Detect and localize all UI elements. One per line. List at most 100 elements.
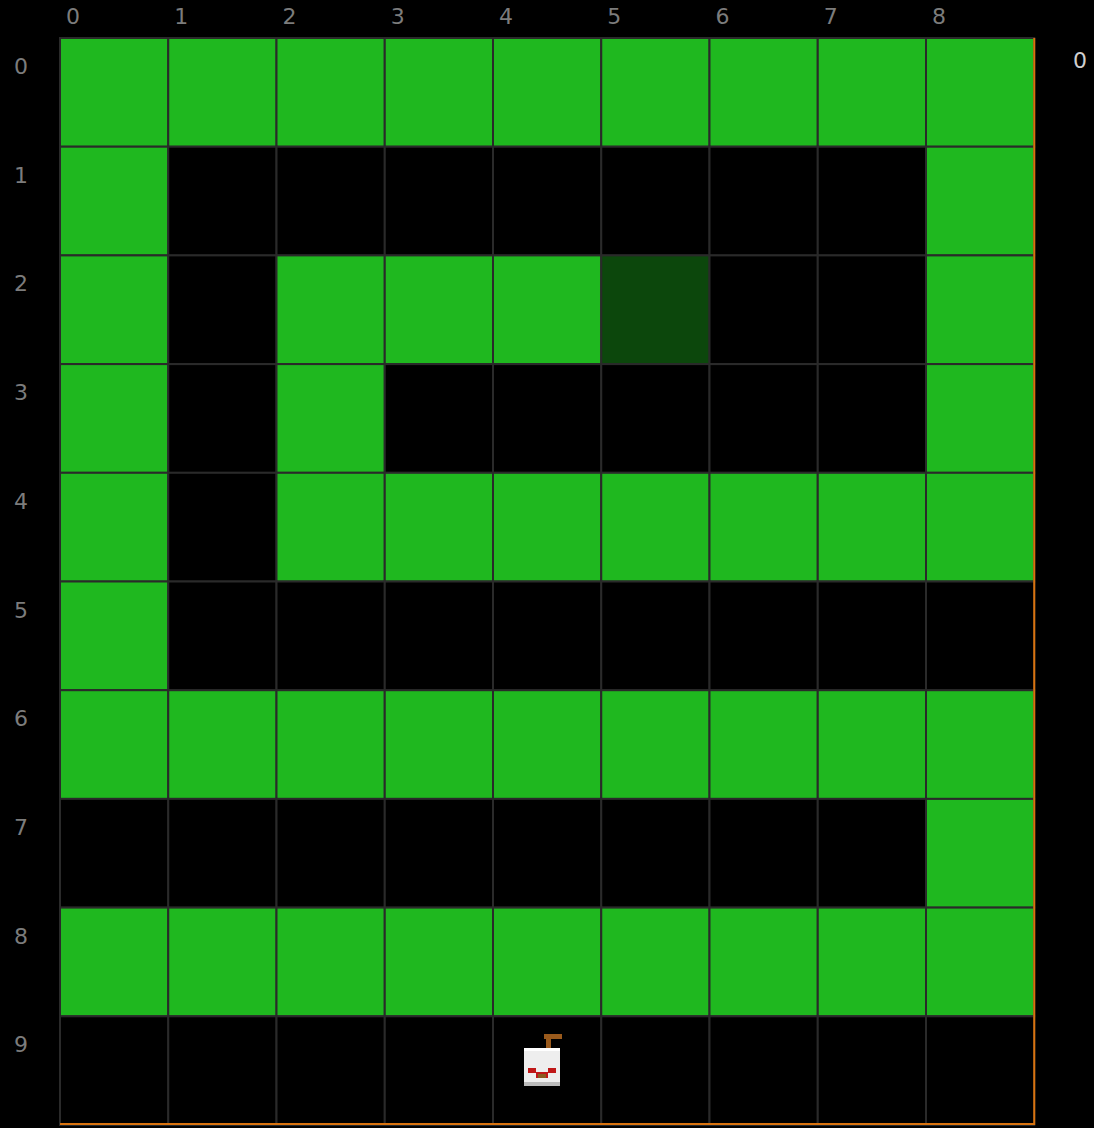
grid-cell bbox=[168, 1016, 276, 1125]
grid-cell bbox=[168, 147, 276, 256]
column-number: 6 bbox=[716, 6, 730, 28]
grid-cell bbox=[926, 1016, 1034, 1125]
grid-cell bbox=[493, 473, 601, 582]
grid-cell bbox=[601, 799, 709, 908]
grid-cell bbox=[601, 1016, 709, 1125]
chicken-sprite bbox=[524, 1034, 562, 1086]
grid-cell bbox=[710, 1016, 818, 1125]
chicken-pixel bbox=[528, 1068, 536, 1073]
grid-cell bbox=[926, 690, 1034, 799]
row-number: 3 bbox=[14, 382, 28, 404]
board-border bbox=[60, 1123, 1034, 1125]
grid-cell bbox=[385, 690, 493, 799]
chicken-pixel bbox=[524, 1082, 560, 1086]
grid-cell bbox=[926, 473, 1034, 582]
grid-cell bbox=[818, 147, 926, 256]
grid-cell bbox=[277, 147, 385, 256]
grid-cell bbox=[60, 255, 168, 364]
row-number: 7 bbox=[14, 817, 28, 839]
grid-cell bbox=[277, 38, 385, 147]
grid-cell bbox=[926, 582, 1034, 691]
column-number: 8 bbox=[932, 6, 946, 28]
board-border bbox=[1033, 38, 1035, 1125]
grid-cell bbox=[710, 364, 818, 473]
grid-cell bbox=[926, 364, 1034, 473]
grid-cell bbox=[601, 364, 709, 473]
grid-cell bbox=[710, 908, 818, 1017]
grid-cell bbox=[277, 473, 385, 582]
grid-cell bbox=[601, 908, 709, 1017]
grid-cell bbox=[168, 473, 276, 582]
row-number: 5 bbox=[14, 600, 28, 622]
grid-cell bbox=[168, 38, 276, 147]
chicken-pixel bbox=[536, 1072, 548, 1078]
grid-cell bbox=[601, 473, 709, 582]
grid-cell bbox=[601, 690, 709, 799]
grid-cell bbox=[385, 799, 493, 908]
grid-cell bbox=[277, 364, 385, 473]
grid-cell bbox=[60, 908, 168, 1017]
grid-cell bbox=[60, 690, 168, 799]
grid-cell bbox=[601, 582, 709, 691]
column-number: 2 bbox=[283, 6, 297, 28]
grid-cell bbox=[385, 38, 493, 147]
grid-cell bbox=[493, 38, 601, 147]
grid-cell bbox=[385, 908, 493, 1017]
grid-cell bbox=[818, 690, 926, 799]
row-number: 9 bbox=[14, 1034, 28, 1056]
grid-cell bbox=[168, 255, 276, 364]
grid-cell bbox=[818, 1016, 926, 1125]
grid-cell bbox=[818, 364, 926, 473]
grid-cell bbox=[277, 908, 385, 1017]
grid-cell bbox=[926, 908, 1034, 1017]
grid-cell bbox=[385, 364, 493, 473]
column-number: 5 bbox=[607, 6, 621, 28]
grid-cell bbox=[601, 147, 709, 256]
row-number: 2 bbox=[14, 273, 28, 295]
grid-cell bbox=[60, 473, 168, 582]
grid-cell bbox=[493, 364, 601, 473]
grid-cell bbox=[277, 690, 385, 799]
grid-cell bbox=[926, 799, 1034, 908]
grid-cell bbox=[818, 908, 926, 1017]
grid-cell bbox=[818, 255, 926, 364]
grid-cell bbox=[493, 1016, 601, 1125]
grid-cell bbox=[168, 799, 276, 908]
row-number: 4 bbox=[14, 491, 28, 513]
grid-cell bbox=[710, 255, 818, 364]
grid-cell bbox=[818, 799, 926, 908]
grid-cell bbox=[60, 1016, 168, 1125]
grid-cell bbox=[168, 364, 276, 473]
column-number: 0 bbox=[66, 6, 80, 28]
grid-cell bbox=[818, 473, 926, 582]
row-number: 6 bbox=[14, 708, 28, 730]
grid-cell bbox=[385, 147, 493, 256]
row-number: 1 bbox=[14, 165, 28, 187]
grid-cell bbox=[926, 38, 1034, 147]
row-number: 8 bbox=[14, 926, 28, 948]
grid-cell bbox=[277, 582, 385, 691]
grid-cell bbox=[60, 582, 168, 691]
grid-cell bbox=[710, 38, 818, 147]
column-number: 4 bbox=[499, 6, 513, 28]
grid-cell bbox=[926, 255, 1034, 364]
chicken-pixel bbox=[524, 1048, 560, 1051]
grid-cell bbox=[710, 473, 818, 582]
chicken-pixel bbox=[538, 1074, 546, 1078]
grid-cell bbox=[493, 255, 601, 364]
grid-cell bbox=[710, 147, 818, 256]
grid-cell bbox=[493, 690, 601, 799]
grid-cell bbox=[710, 582, 818, 691]
grid-cell bbox=[385, 473, 493, 582]
grid-cell bbox=[601, 255, 709, 364]
grid-cell bbox=[168, 908, 276, 1017]
grid-cell bbox=[601, 38, 709, 147]
grid-cell bbox=[710, 799, 818, 908]
grid-cell bbox=[168, 582, 276, 691]
grid-cell bbox=[277, 1016, 385, 1125]
grid-cell bbox=[493, 799, 601, 908]
grid-cell bbox=[60, 799, 168, 908]
column-number: 7 bbox=[824, 6, 838, 28]
grid-cell bbox=[710, 690, 818, 799]
